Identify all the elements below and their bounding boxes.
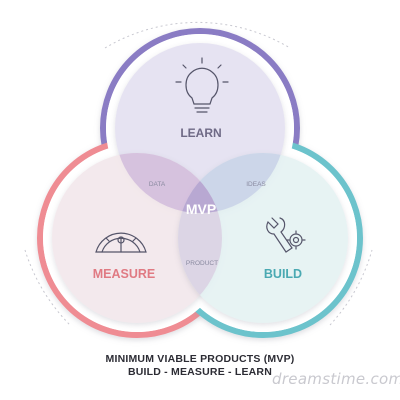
learn-build-overlap — [178, 153, 285, 213]
lightbulb-icon — [175, 57, 229, 113]
measure-label: MEASURE — [93, 267, 156, 281]
wrench-gear-icon — [266, 217, 306, 253]
product-label: PRODUCT — [186, 260, 218, 267]
outer-guide-arcs — [24, 21, 373, 326]
learn-label: LEARN — [180, 126, 221, 140]
caption-subtitle: BUILD - MEASURE - LEARN — [127, 366, 272, 378]
learn-measure-overlap — [115, 153, 222, 213]
caption: MINIMUM VIABLE PRODUCTS (MVP) BUILD - ME… — [0, 353, 400, 379]
gauge-icon — [95, 232, 147, 253]
ideas-label: IDEAS — [246, 181, 266, 188]
watermark: dreamstime.com — [272, 370, 400, 388]
data-label: DATA — [149, 181, 166, 188]
mvp-label: MVP — [186, 201, 216, 217]
caption-title: MINIMUM VIABLE PRODUCTS (MVP) — [105, 353, 295, 365]
build-label: BUILD — [264, 267, 302, 281]
